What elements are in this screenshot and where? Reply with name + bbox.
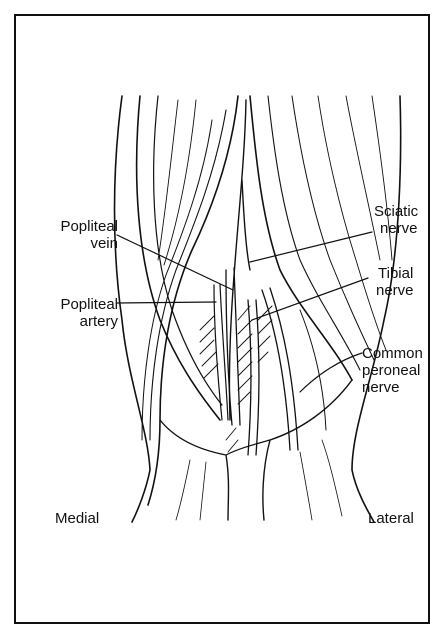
label-sciatic-nerve-line1: Sciatic — [374, 203, 418, 220]
label-common-peroneal-nerve-line3: nerve — [362, 379, 423, 396]
label-popliteal-vein: Popliteal vein — [20, 218, 118, 252]
label-tibial-nerve-line2: nerve — [372, 282, 414, 299]
label-popliteal-artery-line2: artery — [20, 313, 118, 330]
sciatic-nerve-drawing — [242, 180, 250, 270]
label-sciatic-nerve: Sciatic nerve — [374, 203, 418, 237]
label-tibial-nerve-line1: Tibial — [372, 265, 414, 282]
leader-common-peroneal-nerve — [300, 353, 362, 392]
label-common-peroneal-nerve-line1: Common — [362, 345, 423, 362]
label-sciatic-nerve-line2: nerve — [374, 220, 418, 237]
label-popliteal-vein-line2: vein — [20, 235, 118, 252]
common-peroneal-nerve-drawing — [262, 288, 298, 450]
label-tibial-nerve: Tibial nerve — [372, 265, 414, 299]
label-lateral: Lateral — [368, 510, 414, 527]
label-common-peroneal-nerve: Common peroneal nerve — [362, 345, 423, 396]
leader-popliteal-artery — [117, 302, 216, 303]
biceps-femoris — [250, 96, 352, 380]
medial-contour — [115, 96, 151, 522]
gastrocnemius-lateral-head — [263, 380, 352, 520]
label-popliteal-artery: Popliteal artery — [20, 296, 118, 330]
leader-sciatic-nerve — [250, 232, 372, 262]
semitendinosus — [148, 96, 238, 505]
label-popliteal-vein-line1: Popliteal — [20, 218, 118, 235]
label-popliteal-artery-line1: Popliteal — [20, 296, 118, 313]
leader-tibial-nerve — [252, 278, 368, 320]
gastrocnemius-medial-head — [160, 420, 229, 520]
label-common-peroneal-nerve-line2: peroneal — [362, 362, 423, 379]
label-medial: Medial — [55, 510, 99, 527]
tibial-nerve-drawing — [248, 300, 259, 455]
leader-popliteal-vein — [117, 235, 233, 290]
